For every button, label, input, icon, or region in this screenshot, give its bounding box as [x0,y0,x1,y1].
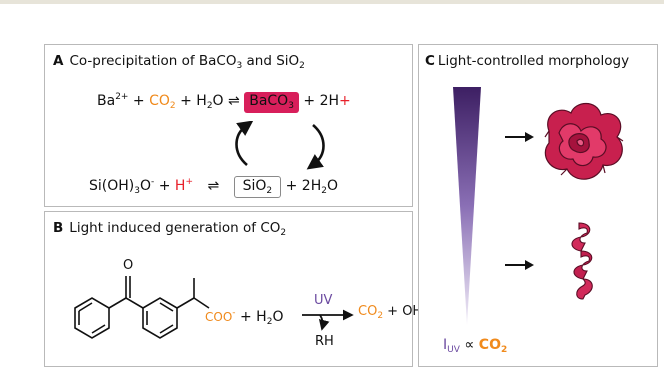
ketoprofen-structure [74,276,210,339]
panel-c-letter: C [425,53,435,69]
iuv-proportional-label: IUV ∝ CO2 [443,337,508,355]
panel-a-letter: A [53,53,64,69]
reaction-arrow [302,309,354,331]
equation-baco3: Ba2+ + CO2 + H2O ⇌ BaCO3 + 2H+ [97,92,351,113]
co2-label: CO [149,93,170,109]
baco3-box: BaCO3 [244,92,299,113]
coupling-cycle-arrows [235,121,325,170]
carboxylate-reaction: COO- + H2O [205,308,284,327]
panel-b-letter: B [53,220,64,236]
uv-intensity-wedge [453,87,481,325]
uv-label: UV [314,293,333,308]
equilibrium-arrow: ⇌ [207,178,220,194]
rh-label: RH [315,334,334,349]
arrow-bottom [505,260,534,270]
carbonyl-oxygen: O [123,258,134,273]
equation-sio2: Si(OH)3O- + H+ ⇌ SiO2 + 2H2O [89,176,338,198]
flower-crystal [544,102,624,180]
equilibrium-arrow: ⇌ [228,93,240,109]
products: CO2 + OH- [358,302,425,321]
arrow-top [505,132,534,142]
top-decorative-bar [0,0,664,4]
helix-crystal [571,222,593,300]
sio2-box: SiO2 [233,176,282,198]
